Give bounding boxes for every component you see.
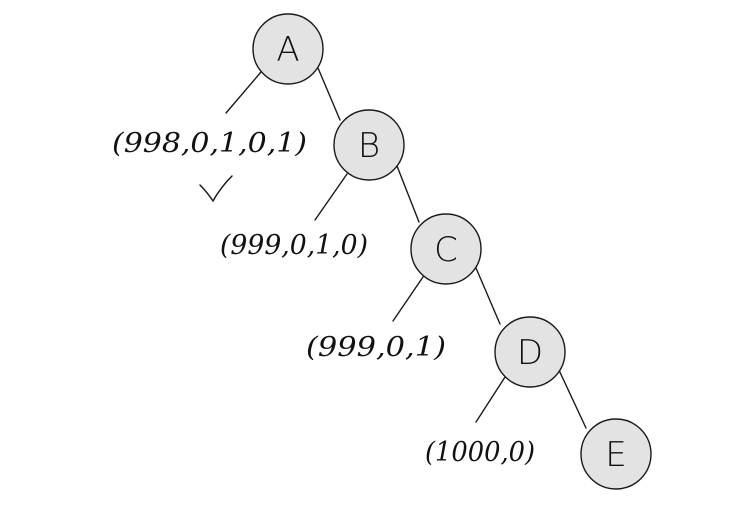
node-b-circle <box>333 109 405 181</box>
node-c: C <box>410 213 482 285</box>
edge-d-e <box>557 367 587 429</box>
tuple-label-3: (999,0,1) <box>306 332 446 363</box>
node-a-label: A <box>276 30 299 70</box>
node-c-circle <box>410 213 482 285</box>
node-c-label: C <box>434 230 458 270</box>
node-b-label: B <box>358 126 380 166</box>
tuple-label-2: (999,0,1,0) <box>220 230 368 261</box>
node-a: A <box>252 13 324 85</box>
checkmark-icon <box>199 175 233 202</box>
node-d-circle <box>494 316 566 388</box>
edge-b-c <box>396 165 420 223</box>
node-d: D <box>494 316 566 388</box>
edge-a-b <box>317 67 341 121</box>
edge-b-tuple <box>314 173 348 221</box>
edge-c-d <box>475 267 501 325</box>
edge-a-tuple <box>225 71 262 114</box>
node-b: B <box>333 109 405 181</box>
node-e-label: E <box>605 435 626 475</box>
node-e-circle <box>580 418 652 490</box>
edge-c-tuple <box>392 273 426 322</box>
tuple-label-4: (1000,0) <box>425 437 535 468</box>
node-e: E <box>580 418 652 490</box>
node-d-label: D <box>517 333 543 373</box>
tuple-label-1: (998,0,1,0,1) <box>112 128 307 159</box>
edge-d-tuple <box>475 373 508 423</box>
node-a-circle <box>252 13 324 85</box>
